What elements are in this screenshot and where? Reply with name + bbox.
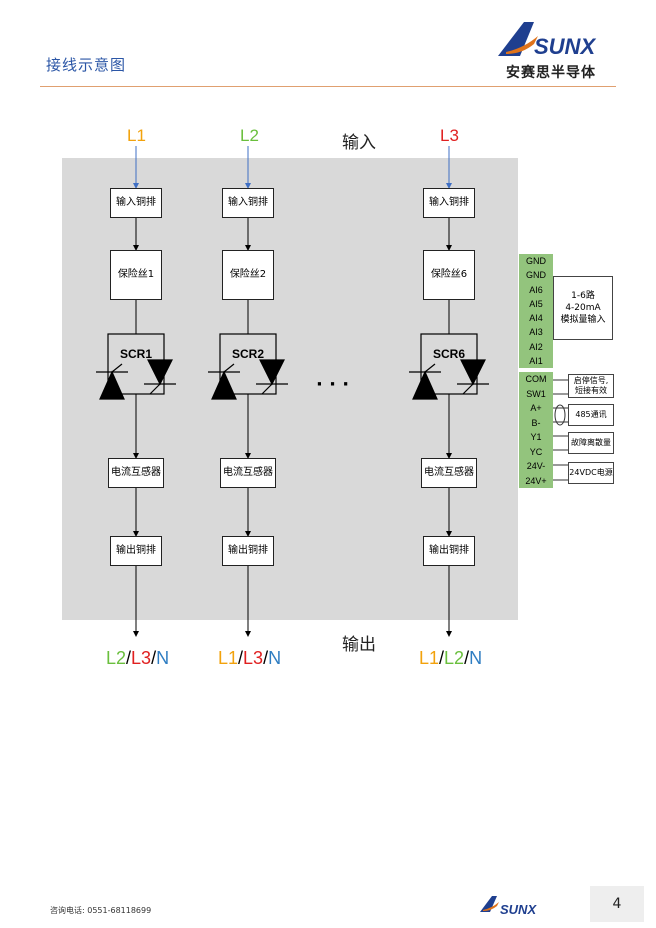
output-phase: L1: [218, 648, 239, 668]
output-phase: L1: [419, 648, 440, 668]
output-phase: N: [156, 648, 170, 668]
analog-input-description: 1-6路 4-20mA 模拟量输入: [553, 276, 613, 340]
dc-power-label: 24VDC电源: [568, 462, 614, 484]
ellipsis-dots: · · ·: [316, 374, 350, 395]
scr-label: SCR6: [433, 347, 466, 361]
phase-input-l1: L1: [127, 126, 146, 145]
rs485-comm-label: 485通讯: [568, 404, 614, 426]
scr-label: SCR1: [120, 347, 153, 361]
input-busbar-box: 输入铜排: [423, 188, 475, 218]
terminal-ai2: AI2: [529, 341, 543, 352]
terminal-y1: Y1: [530, 432, 542, 443]
footer-phone: 咨询电话: 0551-68118699: [50, 906, 152, 915]
input-label: 输入: [342, 133, 376, 153]
terminal-gnd-2: GND: [526, 270, 546, 281]
terminal-ai3: AI3: [529, 327, 543, 338]
output-phase: L3: [243, 648, 264, 668]
scr-thyristor-pair-icon: [208, 333, 288, 400]
fuse-box: 保险丝2: [222, 250, 274, 300]
phase-input-l3: L3: [440, 126, 459, 145]
scr-label: SCR2: [232, 347, 265, 361]
current-transformer-box: 电流互感器: [220, 458, 276, 488]
logo-chinese-name: 安赛思半导体: [506, 65, 596, 81]
current-transformer-box: 电流互感器: [108, 458, 164, 488]
page-number-box: [590, 886, 644, 922]
page-title: 接线示意图: [46, 56, 127, 74]
analog-terminal-block: GND GND AI6 AI5 AI4 AI3 AI2 AI1: [519, 254, 553, 368]
start-stop-signal-label: 启停信号, 短接有效: [568, 374, 614, 398]
control-terminal-block: COM SW1 A+ B- Y1 YC 24V- 24V+: [519, 372, 553, 488]
output-phase: N: [268, 648, 282, 668]
terminal-com: COM: [525, 374, 547, 385]
page-number: 4: [612, 896, 622, 912]
input-busbar-box: 输入铜排: [222, 188, 274, 218]
output-phases-label: L2/L3/N: [106, 648, 170, 668]
terminal-ai1: AI1: [529, 355, 543, 366]
output-phases-label: L1/L3/N: [218, 648, 282, 668]
phase-input-l2: L2: [240, 126, 259, 145]
current-transformer-box: 电流互感器: [421, 458, 477, 488]
terminal-sw1: SW1: [526, 388, 546, 399]
output-busbar-box: 输出铜排: [423, 536, 475, 566]
terminal-b-minus: B-: [531, 417, 541, 428]
fuse-box: 保险丝1: [110, 250, 162, 300]
input-busbar-box: 输入铜排: [110, 188, 162, 218]
output-phase: L3: [131, 648, 152, 668]
footer-logo-wordmark: SUNX: [500, 902, 537, 917]
terminal-yc: YC: [529, 446, 543, 457]
logo-wordmark: SUNX: [534, 34, 596, 59]
output-phase: N: [469, 648, 483, 668]
output-busbar-box: 输出铜排: [110, 536, 162, 566]
terminal-a-plus: A+: [530, 403, 542, 414]
fuse-box: 保险丝6: [423, 250, 475, 300]
output-phase: L2: [444, 648, 465, 668]
terminal-ai5: AI5: [529, 298, 543, 309]
terminal-gnd-1: GND: [526, 256, 546, 267]
output-phase: L2: [106, 648, 127, 668]
terminal-ai6: AI6: [529, 284, 543, 295]
terminal-24v-plus: 24V+: [525, 475, 547, 486]
scr-thyristor-pair-icon: [409, 333, 489, 400]
terminal-ai4: AI4: [529, 313, 543, 324]
fault-discrete-label: 故障离散量: [568, 432, 614, 454]
asunx-logo-icon: [498, 22, 538, 56]
output-label: 输出: [342, 635, 376, 655]
terminal-24v-minus: 24V-: [526, 461, 546, 472]
output-busbar-box: 输出铜排: [222, 536, 274, 566]
output-phases-label: L1/L2/N: [419, 648, 483, 668]
scr-thyristor-pair-icon: [96, 333, 176, 400]
footer-logo-icon: [480, 896, 499, 912]
header-divider: [40, 86, 616, 87]
